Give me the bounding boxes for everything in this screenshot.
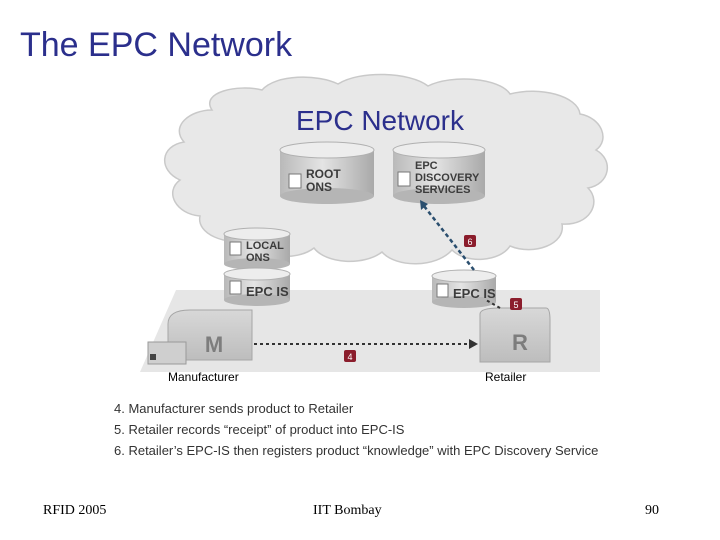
network-cloud xyxy=(163,73,609,265)
root-ons-label-line1: ROOT xyxy=(306,167,341,181)
step-6-number: 6 xyxy=(467,237,472,247)
local-ons-label-line2: ONS xyxy=(246,252,270,264)
footer-center: IIT Bombay xyxy=(313,503,382,518)
retailer-building: R xyxy=(479,307,551,363)
document-icon xyxy=(229,280,242,295)
step-6-arrowhead xyxy=(420,200,428,210)
cloud-title: EPC Network xyxy=(296,105,465,136)
step-5-badge: 5 xyxy=(510,298,522,310)
document-icon xyxy=(229,241,242,256)
step-4-number: 4 xyxy=(347,352,352,362)
step-4-arrowhead xyxy=(469,339,478,349)
step-4-badge: 4 xyxy=(344,350,356,362)
manufacturer-label: Manufacturer xyxy=(168,370,239,384)
manufacturer-epc-is-database: EPC IS xyxy=(223,267,291,306)
retailer-epc-is-label: EPC IS xyxy=(453,286,496,301)
step-5-arrow xyxy=(485,299,501,309)
manufacturer-epc-is-label: EPC IS xyxy=(246,284,289,299)
document-icon xyxy=(397,171,411,187)
local-ons-label-line1: LOCAL xyxy=(246,240,284,252)
box-label-mark xyxy=(150,354,156,360)
document-icon xyxy=(436,283,449,298)
retailer-epc-is-database: EPC IS xyxy=(431,269,497,308)
step-5-number: 5 xyxy=(513,300,518,310)
epc-discovery-services-database: EPC DISCOVERY SERVICES xyxy=(392,141,486,204)
note-step-6: 6. Retailer’s EPC-IS then registers prod… xyxy=(114,443,599,458)
step-6-badge: 6 xyxy=(464,235,476,247)
manufacturer-letter: M xyxy=(205,332,223,357)
root-ons-label-line2: ONS xyxy=(306,180,332,194)
page-number: 90 xyxy=(645,503,659,518)
manufacturer-building: M xyxy=(147,309,253,365)
discovery-label-line3: SERVICES xyxy=(415,184,470,196)
product-box xyxy=(147,341,187,365)
retailer-letter: R xyxy=(512,330,528,355)
slide-title: The EPC Network xyxy=(20,26,293,64)
root-ons-database: ROOT ONS xyxy=(279,141,375,204)
local-ons-database: LOCAL ONS xyxy=(223,227,291,270)
note-step-5: 5. Retailer records “receipt” of product… xyxy=(114,422,405,437)
footer-left: RFID 2005 xyxy=(43,503,107,518)
discovery-label-line1: EPC xyxy=(415,160,438,172)
retailer-label: Retailer xyxy=(485,370,526,384)
discovery-label-line2: DISCOVERY xyxy=(415,172,480,184)
document-icon xyxy=(288,173,302,189)
step-notes: 4. Manufacturer sends product to Retaile… xyxy=(114,398,598,461)
note-step-4: 4. Manufacturer sends product to Retaile… xyxy=(114,401,354,416)
